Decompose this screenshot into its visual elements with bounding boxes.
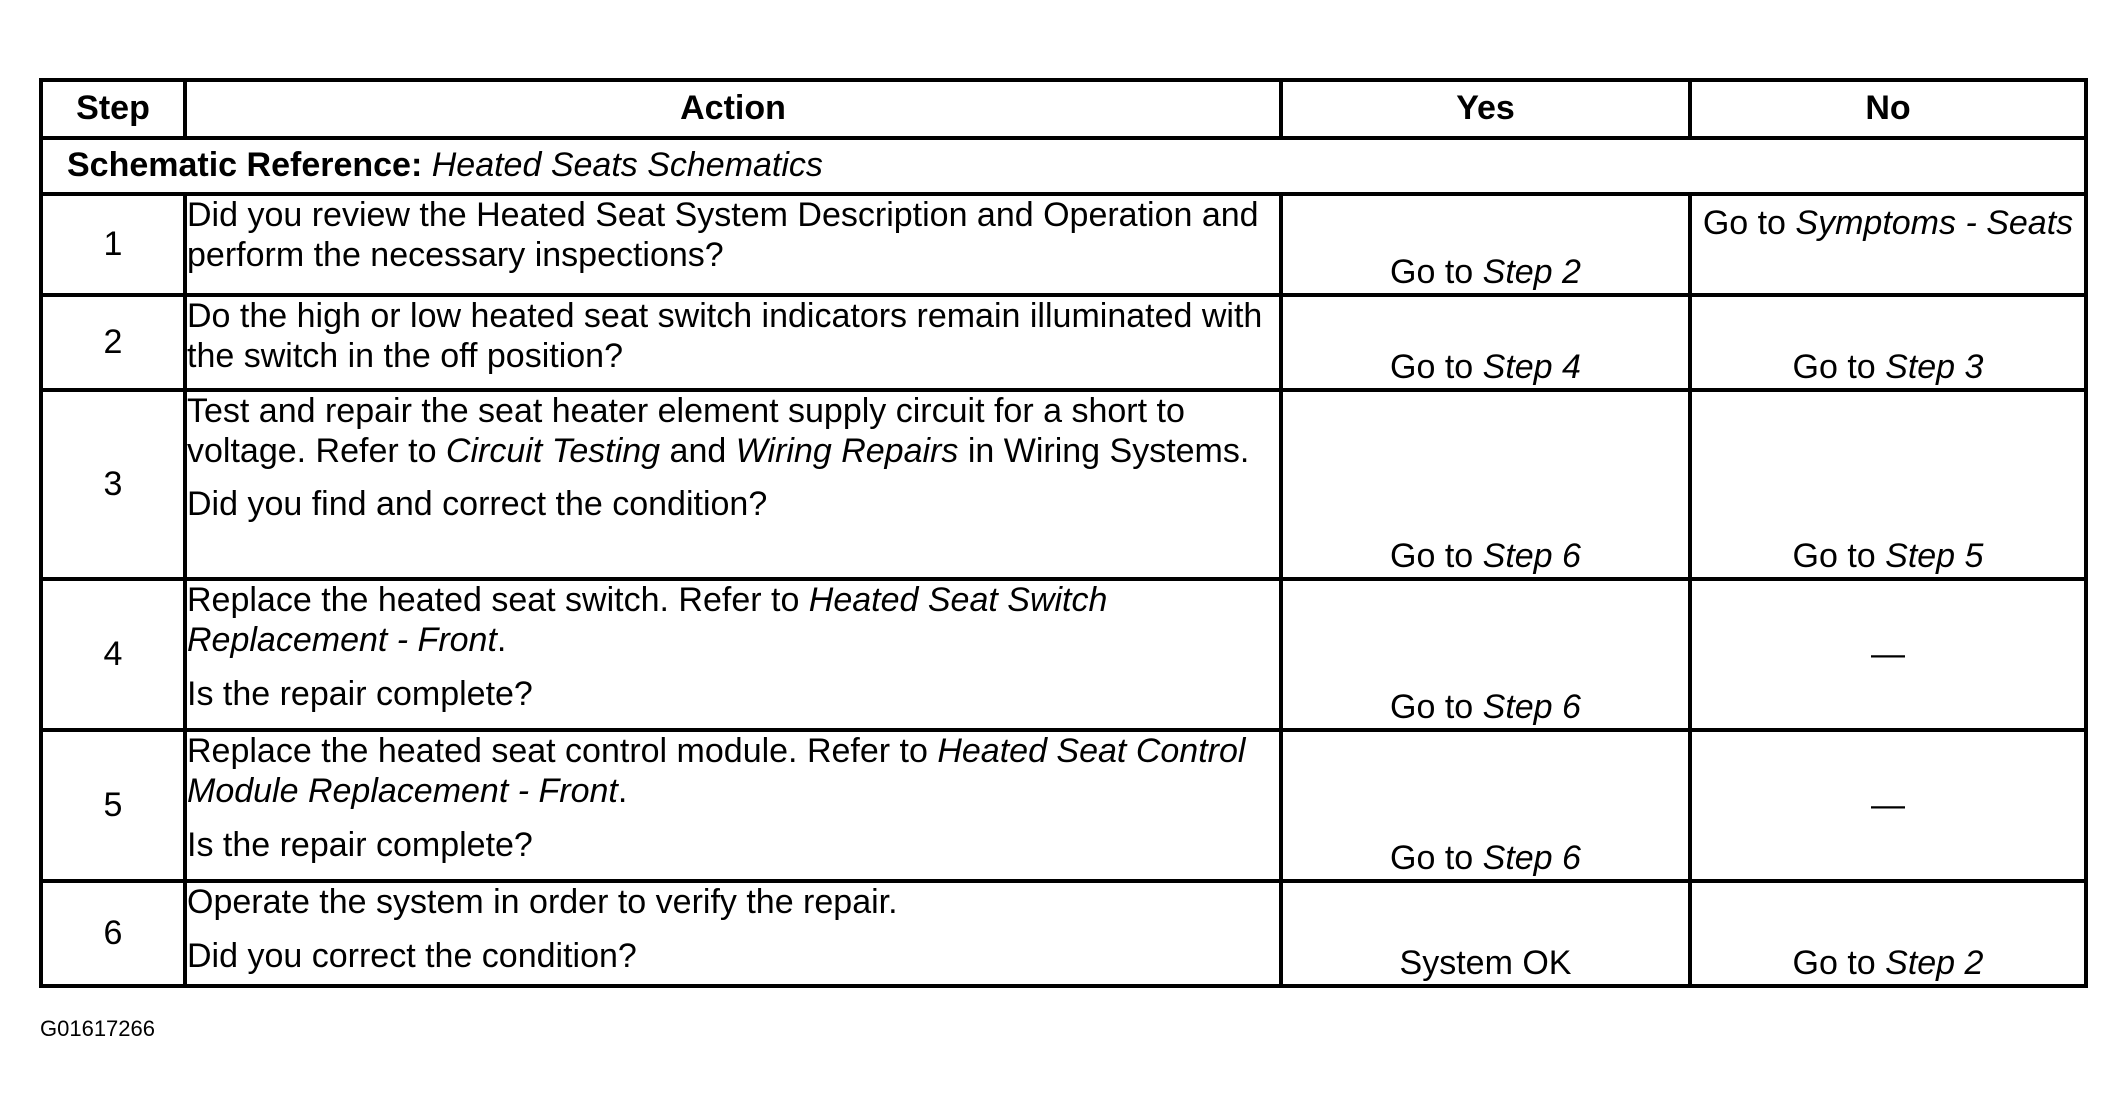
action-text-part: Test and repair the seat heater element … bbox=[187, 391, 1185, 470]
yes-step-link: Step 6 bbox=[1482, 537, 1581, 576]
action-text: Did you review the Heated Seat System De… bbox=[187, 196, 1259, 275]
no-cell: Go to Step 3 bbox=[1688, 293, 2088, 392]
yes-prefix: Go to bbox=[1390, 537, 1483, 576]
no-cell: Go to Step 2 bbox=[1688, 879, 2088, 988]
step-number: 3 bbox=[39, 387, 187, 582]
table-row: 1 Did you review the Heated Seat System … bbox=[39, 192, 2088, 298]
yes-step-link: Step 2 bbox=[1482, 253, 1581, 292]
no-cell: — bbox=[1688, 577, 2088, 733]
yes-cell: System OK bbox=[1279, 879, 1692, 988]
yes-prefix: Go to bbox=[1390, 688, 1483, 727]
action-cell: Test and repair the seat heater element … bbox=[183, 387, 1283, 582]
diagnostic-table: Step Action Yes No Schematic Reference: … bbox=[39, 78, 2088, 988]
no-step-link: Symptoms - Seats bbox=[1795, 204, 2074, 243]
action-text-part: . bbox=[496, 620, 507, 659]
table-row: 4 Replace the heated seat switch. Refer … bbox=[39, 577, 2088, 733]
schematic-reference: Schematic Reference: Heated Seats Schema… bbox=[39, 135, 2088, 197]
action-cell: Do the high or low heated seat switch in… bbox=[183, 293, 1283, 392]
no-prefix: Go to bbox=[1702, 204, 1796, 243]
action-text: Operate the system in order to verify th… bbox=[187, 883, 898, 922]
schematic-reference-label: Schematic Reference: bbox=[67, 146, 423, 185]
action-cell: Operate the system in order to verify th… bbox=[183, 879, 1283, 988]
yes-prefix: Go to bbox=[1390, 253, 1483, 292]
yes-cell: Go to Step 6 bbox=[1279, 387, 1692, 582]
action-text: Replace the heated seat switch. Refer to… bbox=[187, 581, 1279, 661]
no-cell: — bbox=[1688, 728, 2088, 884]
table-row: 3 Test and repair the seat heater elemen… bbox=[39, 387, 2088, 582]
no-prefix: Go to bbox=[1792, 537, 1886, 576]
step-number: 2 bbox=[39, 293, 187, 392]
wiring-repairs-link: Wiring Repairs bbox=[735, 431, 959, 470]
no-prefix: Go to bbox=[1792, 347, 1886, 386]
header-action: Action bbox=[183, 78, 1283, 140]
no-cell: Go to Symptoms - Seats bbox=[1688, 192, 2088, 298]
schematic-reference-row: Schematic Reference: Heated Seats Schema… bbox=[39, 135, 2088, 197]
yes-step-link: Step 4 bbox=[1482, 347, 1581, 386]
step-number: 4 bbox=[39, 577, 187, 733]
yes-cell: Go to Step 6 bbox=[1279, 728, 1692, 884]
no-step-link: Step 3 bbox=[1885, 347, 1984, 386]
action-text-part: and bbox=[660, 431, 736, 470]
action-text-part: in Wiring Systems. bbox=[958, 431, 1250, 470]
table-header-row: Step Action Yes No bbox=[39, 78, 2088, 140]
action-question: Did you correct the condition? bbox=[187, 936, 637, 975]
yes-prefix: Go to bbox=[1390, 347, 1483, 386]
action-question: Did you find and correct the condition? bbox=[187, 485, 768, 524]
action-text: Test and repair the seat heater element … bbox=[187, 392, 1279, 472]
action-cell: Replace the heated seat control module. … bbox=[183, 728, 1283, 884]
no-step-link: Step 5 bbox=[1885, 537, 1984, 576]
action-cell: Replace the heated seat switch. Refer to… bbox=[183, 577, 1283, 733]
action-question: Is the repair complete? bbox=[187, 825, 533, 864]
module-replacement-link: Heated Seat Control Module Replacement -… bbox=[187, 732, 1246, 810]
header-no: No bbox=[1688, 78, 2088, 140]
action-text-part: . bbox=[617, 771, 628, 810]
no-step-link: Step 2 bbox=[1885, 944, 1984, 983]
action-question: Is the repair complete? bbox=[187, 674, 533, 713]
yes-cell: Go to Step 4 bbox=[1279, 293, 1692, 392]
figure-id: G01617266 bbox=[40, 1016, 155, 1041]
table-row: 2 Do the high or low heated seat switch … bbox=[39, 293, 2088, 392]
schematic-reference-link: Heated Seats Schematics bbox=[431, 146, 823, 185]
circuit-testing-link: Circuit Testing bbox=[445, 431, 661, 470]
step-number: 1 bbox=[39, 192, 187, 298]
action-text: Replace the heated seat control module. … bbox=[187, 732, 1279, 812]
no-prefix: Go to bbox=[1792, 944, 1886, 983]
step-number: 5 bbox=[39, 728, 187, 884]
action-cell: Did you review the Heated Seat System De… bbox=[183, 192, 1283, 298]
yes-cell: Go to Step 2 bbox=[1279, 192, 1692, 298]
yes-cell: Go to Step 6 bbox=[1279, 577, 1692, 733]
header-yes: Yes bbox=[1279, 78, 1692, 140]
table-row: 6 Operate the system in order to verify … bbox=[39, 879, 2088, 988]
yes-step-link: Step 6 bbox=[1482, 839, 1581, 878]
header-step: Step bbox=[39, 78, 187, 140]
yes-prefix: Go to bbox=[1390, 839, 1483, 878]
yes-step-link: Step 6 bbox=[1482, 688, 1581, 727]
action-text-part: Replace the heated seat switch. Refer to bbox=[187, 581, 809, 620]
switch-replacement-link: Heated Seat Switch Replacement - Front bbox=[187, 581, 1108, 659]
step-number: 6 bbox=[39, 879, 187, 988]
action-text: Do the high or low heated seat switch in… bbox=[187, 297, 1263, 375]
table-row: 5 Replace the heated seat control module… bbox=[39, 728, 2088, 884]
action-text-part: Replace the heated seat control module. … bbox=[187, 732, 938, 771]
no-cell: Go to Step 5 bbox=[1688, 387, 2088, 582]
